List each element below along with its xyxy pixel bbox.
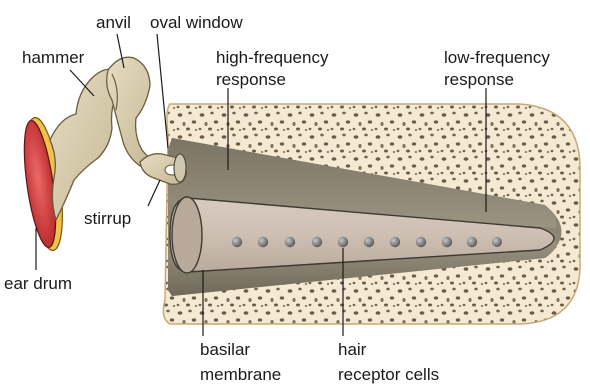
label-anvil: anvil [96,13,131,32]
label-hammer: hammer [22,48,85,67]
label-receptor-cells: receptor cells [338,365,439,384]
anvil-bone [107,57,158,167]
label-low-frequency: low-frequency [444,48,550,67]
label-oval-window: oval window [150,13,243,32]
basilar-membrane-end [172,197,202,273]
hair-cell [285,237,295,247]
hair-cell [232,237,242,247]
hair-cell [338,237,348,247]
label-high-frequency-response: response [216,70,286,89]
oval-window-leader [157,34,168,148]
label-high-frequency: high-frequency [216,48,329,67]
hair-cell [258,237,268,247]
oval-window [174,154,186,182]
hair-cell [390,237,400,247]
label-basilar: basilar [200,340,250,359]
hair-cell [312,237,322,247]
hair-cell [492,237,502,247]
stirrup-leader [148,180,160,206]
hair-cell [442,237,452,247]
label-hair: hair [338,340,367,359]
hair-cell [467,237,477,247]
label-ear-drum: ear drum [4,274,72,293]
label-membrane: membrane [200,365,281,384]
hair-cell [364,237,374,247]
label-stirrup: stirrup [84,209,131,228]
label-low-frequency-response: response [444,70,514,89]
hair-cell [416,237,426,247]
